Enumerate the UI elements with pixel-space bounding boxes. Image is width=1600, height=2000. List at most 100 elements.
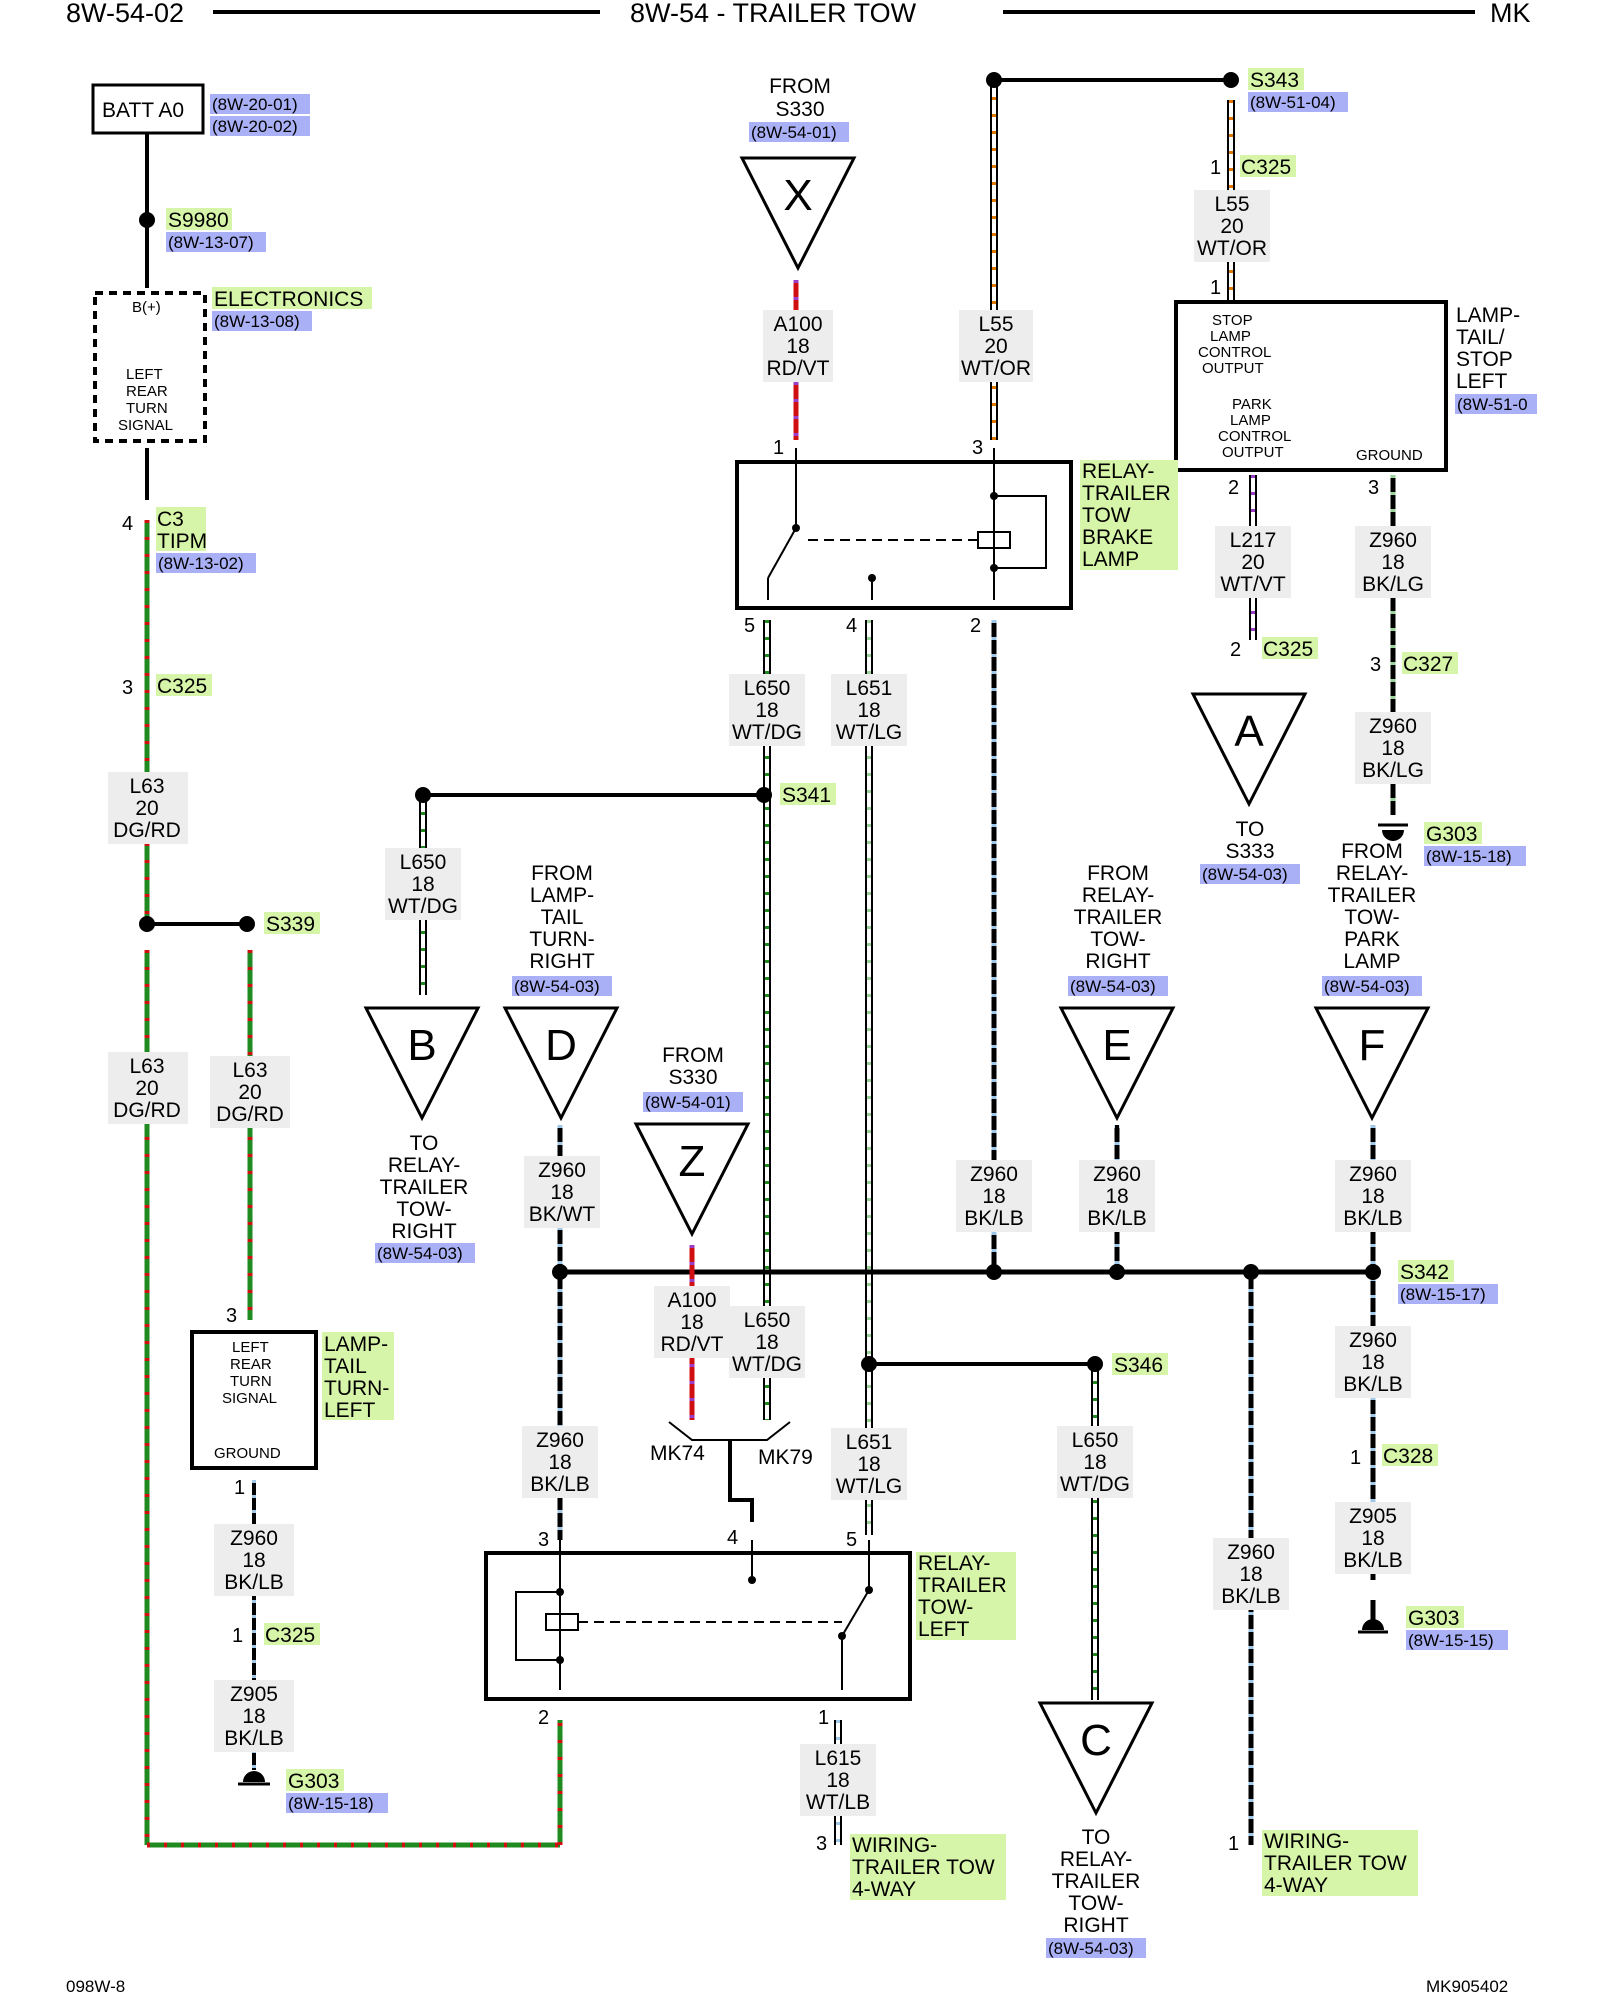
lamp-ttl-label-4: LEFT — [324, 1399, 376, 1422]
tri-f-line-2: RELAY- — [1336, 862, 1408, 885]
w-l650b-3: WT/DG — [388, 895, 458, 918]
lamp-tsl-ground: GROUND — [1356, 447, 1423, 464]
relay-brake-p4: 4 — [846, 615, 857, 637]
w-z960a-1: Z960 — [230, 1527, 278, 1550]
from-x-ref: (8W-54-01) — [751, 123, 837, 142]
wiring-a-label-2: TRAILER TOW — [852, 1856, 995, 1879]
tri-z-ref: (8W-54-01) — [645, 1093, 731, 1112]
lamp-tsl-l1-3: CONTROL — [1198, 344, 1271, 361]
lamp-tsl-label-2: TAIL/ — [1456, 326, 1505, 349]
tri-f-line-4: TOW- — [1344, 906, 1399, 929]
tri-b-line-3: TRAILER — [380, 1176, 469, 1199]
electronics-pin: B(+) — [132, 299, 161, 316]
w-l650a-3: WT/DG — [732, 721, 802, 744]
lamp-tsl-l1-1: STOP — [1212, 312, 1253, 329]
w-l650d-3: WT/DG — [1060, 1473, 1130, 1496]
w-l650d-2: 18 — [1083, 1451, 1106, 1474]
w-z960j-2: 18 — [1239, 1563, 1262, 1586]
w-l63b-1: L63 — [129, 1055, 164, 1078]
c325b-pin: 1 — [232, 1625, 243, 1647]
tri-c-line-4: TOW- — [1068, 1892, 1123, 1915]
from-x-line-1: FROM — [769, 75, 831, 98]
tri-f-line-1: FROM — [1341, 840, 1403, 863]
w-l217-3: WT/VT — [1220, 573, 1285, 596]
c325d-pin: 2 — [1230, 639, 1241, 661]
c327-label: C327 — [1403, 653, 1453, 676]
node-bus-1 — [552, 1264, 568, 1280]
lamp-tsl-l1-4: OUTPUT — [1202, 360, 1264, 377]
triangle-z — [633, 1122, 751, 1238]
w-l55b-1: L55 — [1214, 193, 1249, 216]
mk79-label: MK79 — [758, 1446, 813, 1469]
s342-label: S342 — [1400, 1261, 1449, 1284]
triangle-x-letter: X — [783, 171, 812, 220]
wiring-a-label-1: WIRING- — [852, 1834, 937, 1857]
wiring-a-pin: 3 — [816, 1833, 827, 1855]
electronics-box — [93, 291, 207, 443]
relay-brake-box — [735, 460, 1073, 610]
w-l63c-2: 20 — [238, 1081, 261, 1104]
g303a-ref: (8W-15-18) — [288, 1794, 374, 1813]
tri-e-line-1: FROM — [1087, 862, 1149, 885]
w-z960g-2: 18 — [1361, 1185, 1384, 1208]
w-l650c-2: 18 — [755, 1331, 778, 1354]
c328-label: C328 — [1383, 1445, 1433, 1468]
w-z960d-2: 18 — [550, 1181, 573, 1204]
from-x-line-2: S330 — [775, 98, 824, 121]
tri-b-line-1: TO — [410, 1132, 439, 1155]
tri-b-ref: (8W-54-03) — [377, 1244, 463, 1263]
node-s341-a — [415, 787, 431, 803]
w-z960h-3: BK/LB — [1343, 1373, 1403, 1396]
w-a100a-2: 18 — [786, 335, 809, 358]
tri-e-line-2: RELAY- — [1082, 884, 1154, 907]
triangle-b — [363, 1006, 481, 1122]
w-z960b-3: BK/LG — [1362, 573, 1424, 596]
ground-icon — [1382, 830, 1404, 841]
tri-d-line-4: TURN- — [529, 928, 594, 951]
relay-brake-label-3: TOW — [1082, 504, 1131, 527]
triangle-b-letter: B — [407, 1021, 436, 1070]
s343-label: S343 — [1250, 69, 1299, 92]
lamp-tsl-l2-1: PARK — [1232, 396, 1272, 413]
s346-label: S346 — [1114, 1354, 1163, 1377]
ground-symbols — [238, 823, 1408, 1786]
c325a-label: C325 — [157, 675, 207, 698]
tri-d-line-2: LAMP- — [530, 884, 594, 907]
lamp-ttl-line-4: SIGNAL — [222, 1390, 277, 1407]
w-l63a-3: DG/RD — [113, 819, 181, 842]
lamp-ttl-label-2: TAIL — [324, 1355, 367, 1378]
w-a100a-1: A100 — [773, 313, 822, 336]
s343-ref: (8W-51-04) — [1250, 93, 1336, 112]
c327-pin: 3 — [1370, 654, 1381, 676]
tri-d-ref: (8W-54-03) — [514, 977, 600, 996]
relay-left-box — [484, 1551, 912, 1701]
w-z960e-3: BK/LB — [964, 1207, 1024, 1230]
w-z905b-1: Z905 — [1349, 1505, 1397, 1528]
relay-brake-p5: 5 — [744, 615, 755, 637]
w-a100b-2: 18 — [680, 1311, 703, 1334]
tri-d-line-1: FROM — [531, 862, 593, 885]
tri-e-ref: (8W-54-03) — [1070, 977, 1156, 996]
lamp-tsl-l2-4: OUTPUT — [1222, 444, 1284, 461]
c3-ref: (8W-13-02) — [158, 554, 244, 573]
lamp-ttl-label-3: TURN- — [324, 1377, 389, 1400]
relay-brake-internals — [767, 448, 1047, 600]
triangle-e-letter: E — [1102, 1021, 1131, 1070]
g303a-label: G303 — [288, 1770, 339, 1793]
splice-nodes — [139, 72, 1381, 1372]
relay-left-p1: 1 — [818, 1707, 829, 1729]
lamp-tsl-label-3: STOP — [1456, 348, 1513, 371]
g303b-ref: (8W-15-18) — [1426, 847, 1512, 866]
w-z905b-2: 18 — [1361, 1527, 1384, 1550]
electronics-ref: (8W-13-08) — [214, 312, 300, 331]
w-l650a-1: L650 — [744, 677, 791, 700]
wiring-b-label-1: WIRING- — [1264, 1830, 1349, 1853]
w-l650b-1: L650 — [400, 851, 447, 874]
tri-c-line-5: RIGHT — [1063, 1914, 1129, 1937]
w-l55a-3: WT/OR — [961, 357, 1031, 380]
tri-a-line-1: TO — [1236, 818, 1265, 841]
lamp-ttl-ground: GROUND — [214, 1445, 281, 1462]
relay-brake-label-2: TRAILER — [1082, 482, 1171, 505]
node-s343-a — [986, 72, 1002, 88]
w-l650a-2: 18 — [755, 699, 778, 722]
